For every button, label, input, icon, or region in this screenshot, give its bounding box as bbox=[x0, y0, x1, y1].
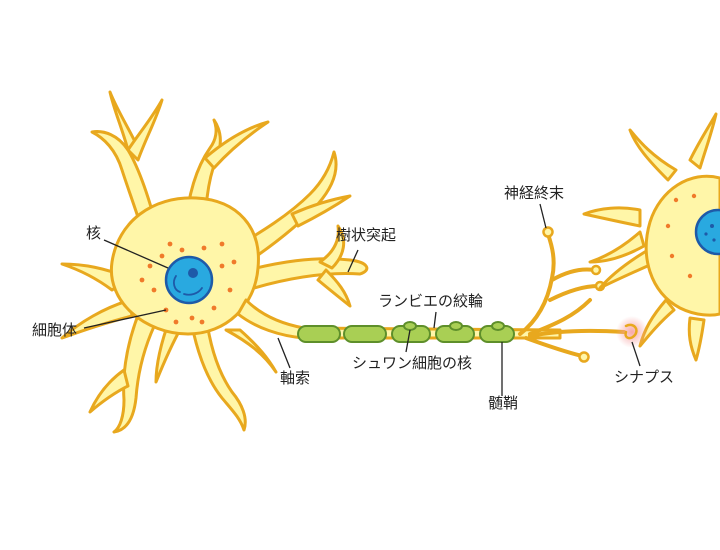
label-dendrite: 樹状突起 bbox=[336, 226, 397, 244]
myelin-segments bbox=[297, 325, 515, 343]
leader-axon bbox=[277, 337, 291, 369]
label-schwann-nucleus: シュワン細胞の核 bbox=[352, 354, 473, 372]
label-nerve-terminal: 神経終末 bbox=[504, 184, 565, 202]
label-myelin-sheath: 髄鞘 bbox=[488, 394, 519, 412]
leader-ranvier bbox=[433, 311, 437, 329]
label-cell-body: 細胞体 bbox=[32, 321, 78, 339]
neuron-second bbox=[582, 112, 720, 362]
leader-nucleus bbox=[103, 239, 169, 269]
label-node-of-ranvier: ランビエの絞輪 bbox=[378, 292, 484, 310]
axon-terminal-branches bbox=[518, 232, 626, 358]
schwann-nuclei bbox=[403, 321, 505, 331]
nucleus-shape bbox=[164, 255, 214, 305]
neuron-main bbox=[60, 90, 626, 434]
leader-terminal bbox=[539, 203, 547, 229]
organelle-dots bbox=[139, 241, 237, 325]
leader-cell-body bbox=[83, 309, 167, 329]
leader-lines bbox=[83, 203, 641, 396]
label-axon: 軸索 bbox=[280, 369, 311, 387]
label-nucleus: 核 bbox=[86, 224, 102, 242]
leader-schwann bbox=[405, 329, 411, 353]
label-synapse: シナプス bbox=[614, 368, 675, 386]
second-nucleus bbox=[694, 208, 720, 256]
second-organelle-dots bbox=[665, 193, 697, 279]
leader-dendrite bbox=[347, 249, 359, 273]
leader-synapse bbox=[631, 341, 641, 367]
synapse-glow bbox=[616, 316, 648, 348]
